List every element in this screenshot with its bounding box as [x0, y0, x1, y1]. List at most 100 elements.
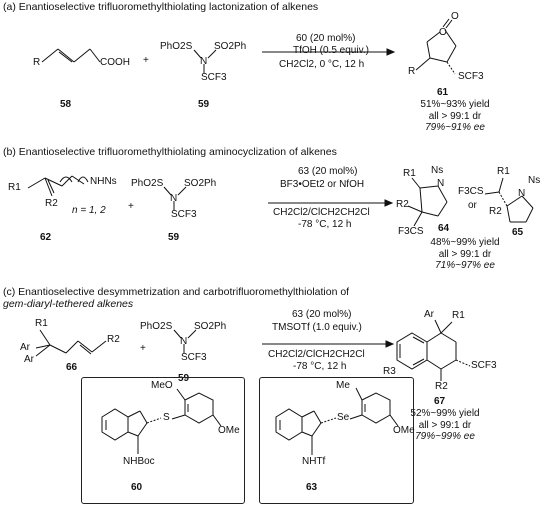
substrate-58-label: 58 — [60, 99, 72, 110]
atom-SO2Ph-b: SO2Ph — [184, 178, 217, 189]
atom-F3CS-64: F3CS — [398, 226, 424, 237]
results-c: 52%~99% yield all > 99:1 dr 79%~99% ee — [390, 408, 500, 443]
atom-Ar2-c: Ar — [24, 354, 34, 365]
atom-Ns-65: Ns — [528, 175, 541, 186]
section-c-title-line2: gem-diaryl-tethered alkenes — [3, 298, 134, 310]
product-65-label: 65 — [512, 227, 524, 238]
section-c-label: (c) — [3, 286, 16, 298]
dr-c: all > 99:1 dr — [418, 419, 472, 431]
catalyst-63-label: 63 — [306, 482, 318, 493]
product-67-skeleton — [396, 319, 471, 381]
atom-COOH-a: COOH — [100, 57, 130, 68]
atom-SCF3-67: SCF3 — [471, 360, 497, 371]
plus-sign-c: + — [140, 343, 146, 354]
product-64-label: 64 — [438, 223, 450, 234]
atom-R2-c: R2 — [107, 334, 120, 345]
catalyst-63-skeleton — [275, 387, 399, 455]
catalyst-63-NHTf: NHTf — [302, 456, 326, 467]
additive-b: BF3•OEt2 or NfOH — [280, 179, 365, 190]
reagent-59-skeleton — [193, 49, 217, 73]
conditions-a: CH2Cl2, 0 °C, 12 h — [279, 59, 365, 70]
atom-R-a: R — [33, 57, 41, 68]
section-c-title: (c) Enantioselective desymmetrization an… — [3, 286, 349, 298]
ee-b: 71%~97% ee — [435, 260, 495, 271]
catalyst-60-OMe: OMe — [218, 425, 240, 436]
product-65-skeleton — [484, 177, 534, 223]
substrate-58-skeleton — [41, 48, 101, 63]
atom-O-ring: O — [439, 27, 447, 38]
additive-a: TfOH (0.5 equiv.) — [293, 45, 369, 56]
section-b-title: (b) Enantioselective trifluoromethylthio… — [3, 146, 337, 158]
section-c-title-text: Enantioselective desymmetrization and ca… — [18, 286, 350, 298]
atom-N-65: N — [518, 188, 526, 199]
atom-SO2Ph-a: SO2Ph — [214, 41, 247, 52]
plus-sign-a: + — [143, 55, 149, 66]
atom-R2-65: R2 — [489, 206, 502, 217]
results-b: 48%~99% yield all > 99:1 dr 71%~97% ee — [410, 237, 520, 272]
results-a: 51%~93% yield all > 99:1 dr 79%~91% ee — [400, 99, 510, 134]
solvent-b: CH2Cl2/ClCH2CH2Cl — [273, 207, 370, 218]
product-61-label: 61 — [437, 87, 449, 98]
solvent-c: CH2Cl2/ClCH2CH2Cl — [268, 349, 365, 360]
atom-R1-67: R1 — [452, 310, 465, 321]
n-note-b: n = 1, 2 — [72, 205, 106, 216]
section-a-title-text: Enantioselective trifluoromethylthiolati… — [18, 1, 319, 13]
section-b-label: (b) — [3, 146, 16, 158]
reagent-59-label-a: 59 — [198, 99, 210, 110]
atom-Ar1-c: Ar — [20, 342, 30, 353]
atom-R1-b: R1 — [8, 182, 21, 193]
atom-N-c: N — [180, 336, 188, 347]
section-a-title: (a) Enantioselective trifluoromethylthio… — [3, 1, 318, 13]
reagent-59-label-c: 59 — [178, 373, 190, 384]
ee-c: 79%~99% ee — [415, 431, 475, 442]
catalyst-60-line-a: 60 (20 mol%) — [296, 33, 355, 44]
atom-SCF3-a: SCF3 — [201, 72, 227, 83]
catalyst-text-a: 60 (20 mol%) — [296, 33, 356, 44]
catalyst-63-Me: Me — [336, 380, 350, 391]
product-67-label: 67 — [434, 396, 446, 407]
substrate-62-skeleton — [27, 175, 89, 197]
atom-R-product: R — [408, 66, 416, 77]
product-61-skeleton — [415, 18, 457, 75]
product-64-skeleton — [407, 177, 448, 227]
atom-SCF3-b: SCF3 — [171, 209, 197, 220]
catalyst-60-MeO: MeO — [151, 380, 173, 391]
atom-PhO2S-c: PhO2S — [140, 321, 173, 332]
additive-c: TMSOTf (1.0 equiv.) — [272, 322, 362, 333]
atom-N-b: N — [170, 193, 178, 204]
reagent-59-label-b: 59 — [168, 232, 180, 243]
catalyst-60-S: S — [163, 412, 170, 423]
conditions-c: -78 °C, 12 h — [293, 361, 347, 372]
or-label-b: or — [468, 200, 477, 211]
conditions-b: -78 °C, 12 h — [298, 219, 352, 230]
substrate-66-skeleton — [35, 329, 107, 357]
dr-b: all > 99:1 dr — [438, 248, 492, 260]
atom-PhO2S-b: PhO2S — [131, 178, 164, 189]
atom-NHNs: NHNs — [90, 176, 117, 187]
atom-PhO2S-a: PhO2S — [160, 41, 193, 52]
catalyst-63-line-b: 63 (20 mol%) — [298, 166, 358, 177]
catalyst-60-NHBoc: NHBoc — [123, 456, 155, 467]
atom-R1-c: R1 — [35, 318, 48, 329]
catalyst-63-line-c: 63 (20 mol%) — [292, 309, 352, 320]
catalyst-63-box — [259, 377, 414, 504]
substrate-62-label: 62 — [40, 232, 52, 243]
ee-a: 79%~91% ee — [425, 122, 485, 133]
dr-a: all > 99:1 dr — [428, 110, 482, 122]
section-a-label: (a) — [3, 1, 16, 13]
atom-O-carbonyl: O — [451, 11, 459, 22]
atom-Ns-64: Ns — [431, 165, 444, 176]
atom-N-a: N — [200, 56, 208, 67]
section-b-title-text: Enantioselective trifluoromethylthiolati… — [18, 146, 337, 158]
catalyst-63-OMe: OMe — [393, 425, 415, 436]
atom-N-64: N — [437, 178, 445, 189]
atom-SCF3-c: SCF3 — [181, 352, 207, 363]
plus-sign-b: + — [128, 201, 134, 212]
yield-b: 48%~99% yield — [430, 237, 500, 248]
atom-R1-65: R1 — [497, 166, 510, 177]
yield-a: 51%~93% yield — [420, 99, 490, 110]
atom-R2-64: R2 — [396, 199, 409, 210]
catalyst-60-label: 60 — [131, 482, 143, 493]
catalyst-63-Se: Se — [337, 412, 350, 423]
